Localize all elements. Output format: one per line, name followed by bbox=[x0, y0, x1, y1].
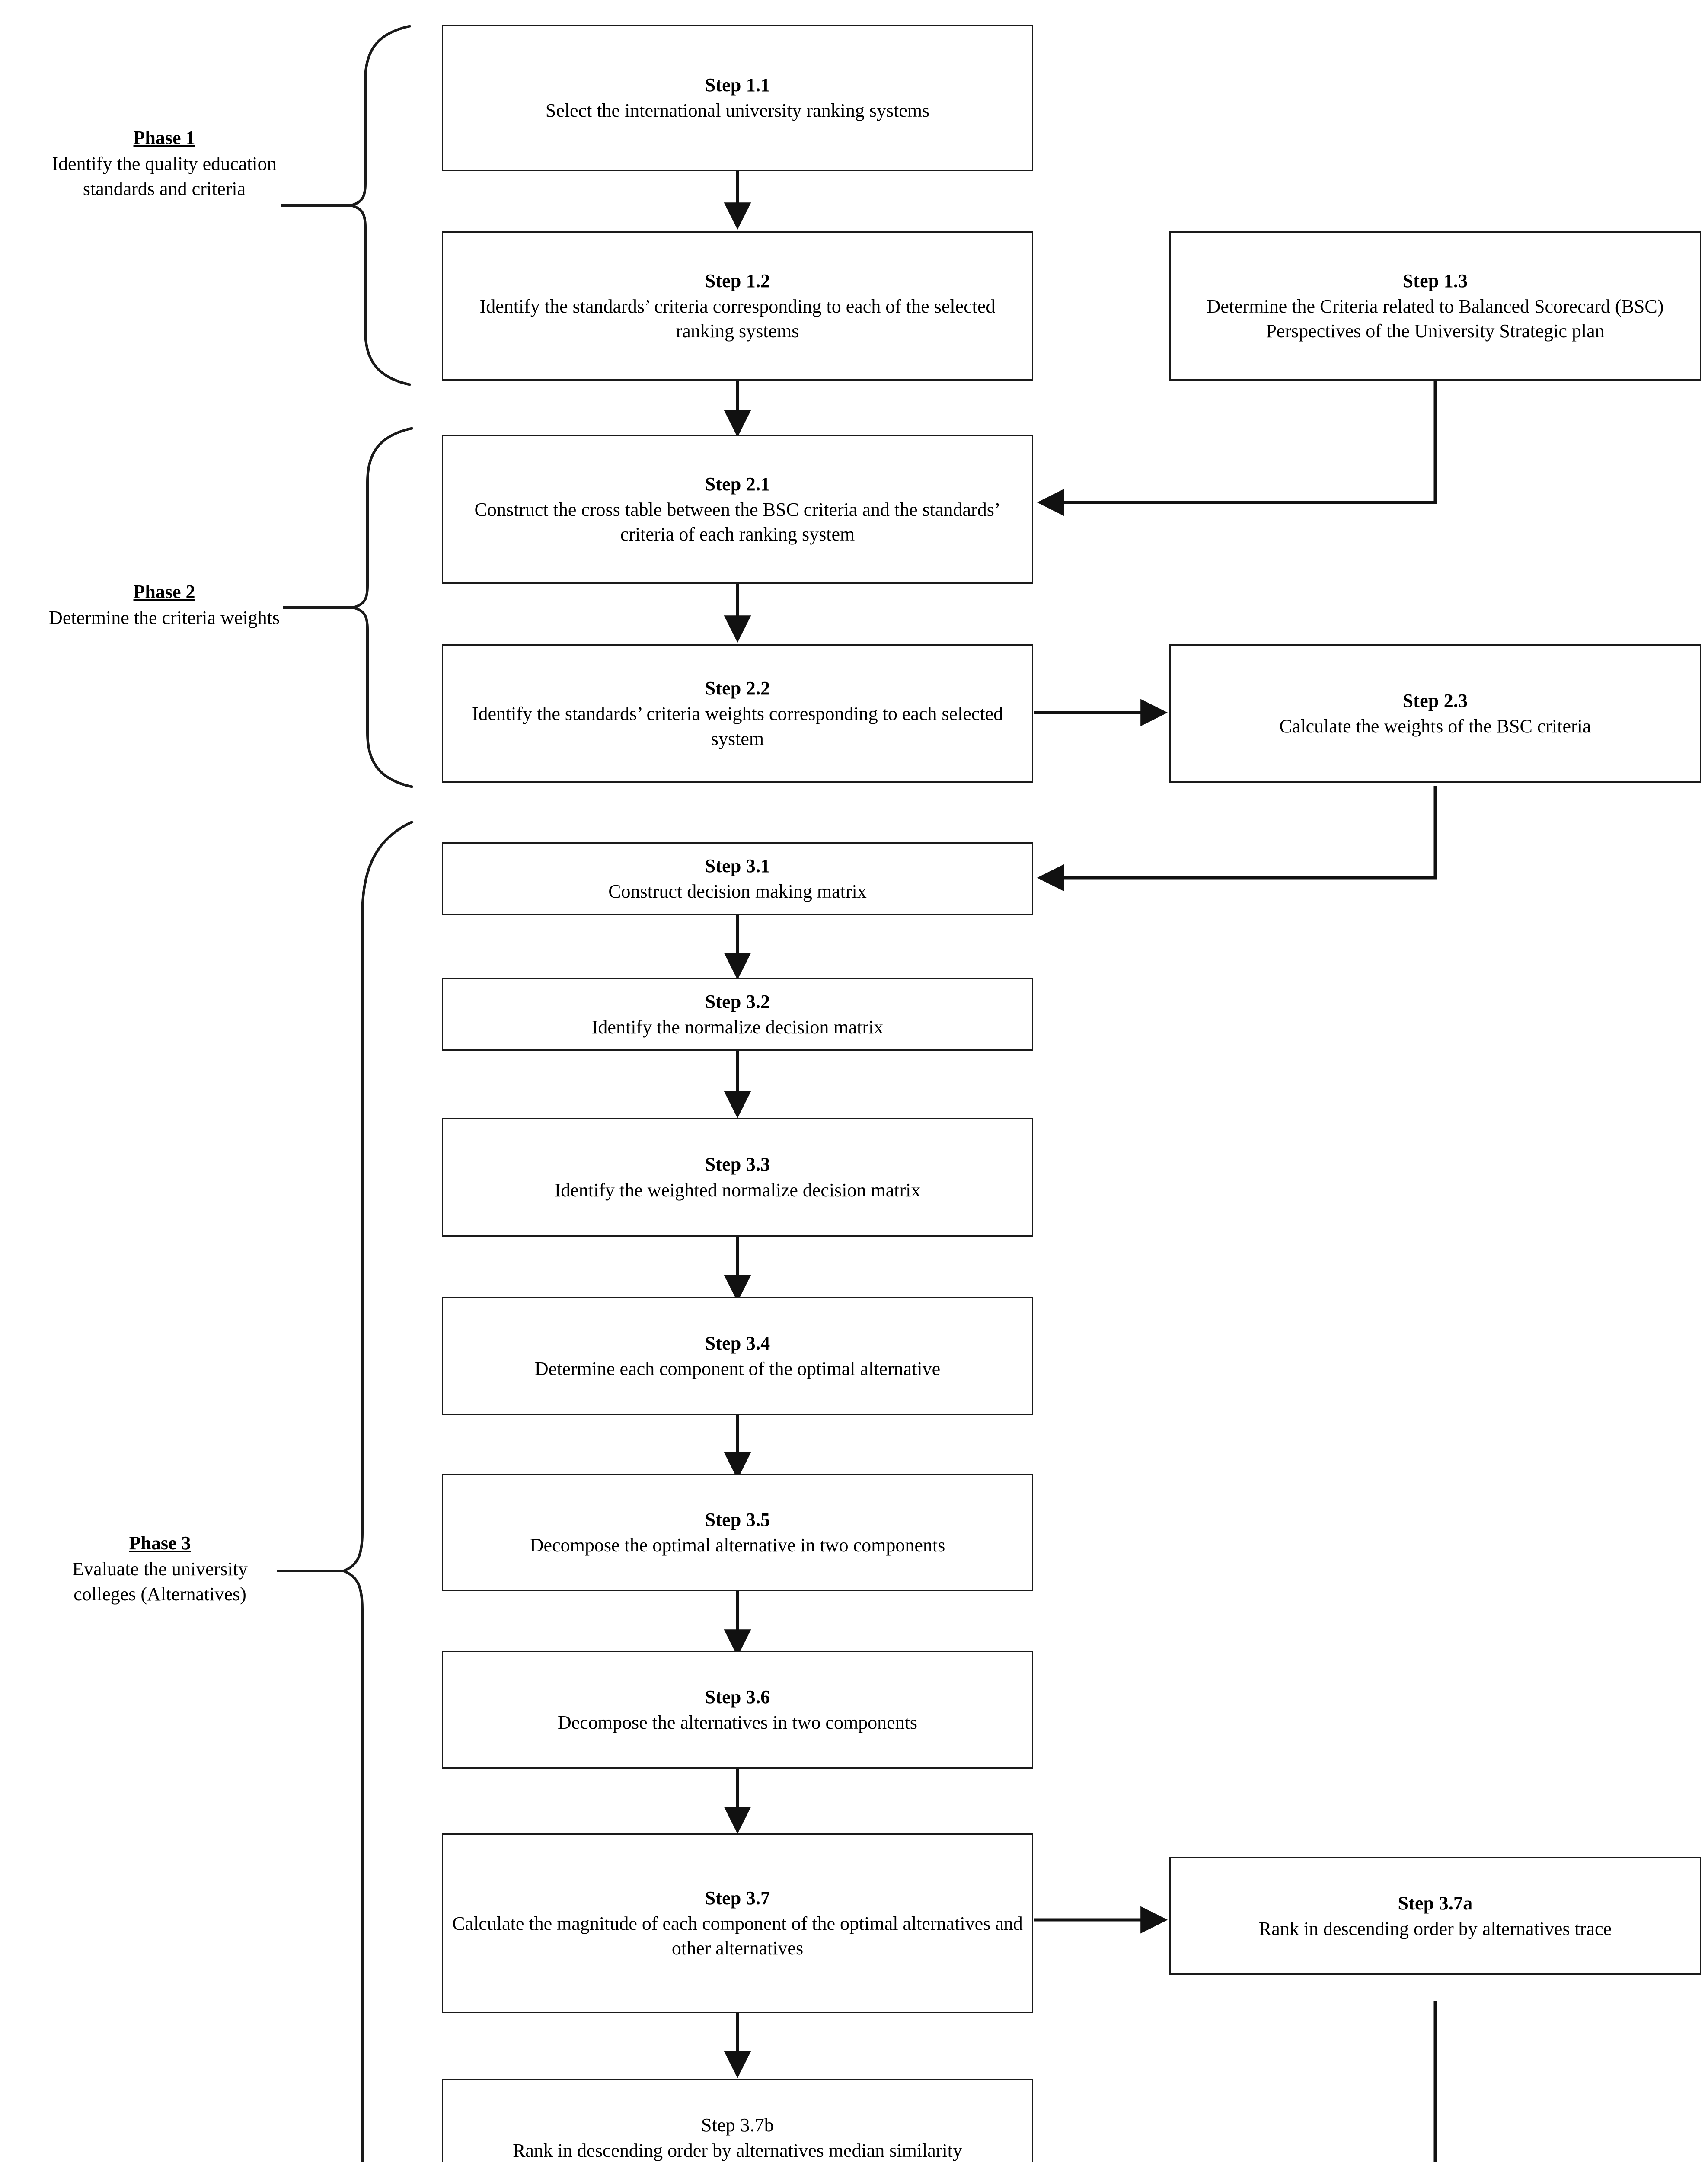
step-3-7b-title: Step 3.7b bbox=[701, 2114, 774, 2136]
phase-3-brace bbox=[277, 820, 414, 2162]
step-3-5-body: Decompose the optimal alternative in two… bbox=[530, 1535, 945, 1556]
step-2-2-title: Step 2.2 bbox=[705, 678, 770, 699]
step-1-1-body: Select the international university rank… bbox=[545, 100, 930, 121]
phase-2-description: Determine the criteria weights bbox=[49, 607, 280, 629]
step-box-1-1[interactable]: Step 1.1 Select the international univer… bbox=[442, 25, 1033, 171]
phase-1-heading: Phase 1 bbox=[133, 127, 195, 148]
step-3-5-title: Step 3.5 bbox=[705, 1509, 770, 1530]
phase-1-description: Identify the quality education standards… bbox=[52, 153, 277, 200]
step-2-2-body: Identify the standards’ criteria weights… bbox=[472, 703, 1003, 749]
step-box-3-1[interactable]: Step 3.1 Construct decision making matri… bbox=[442, 842, 1033, 915]
phase-label-2: Phase 2 Determine the criteria weights bbox=[43, 579, 285, 630]
arrow-s37a-s38 bbox=[1433, 2001, 1437, 2162]
phase-1-brace bbox=[281, 25, 411, 386]
step-box-3-7[interactable]: Step 3.7 Calculate the magnitude of each… bbox=[442, 1833, 1033, 2013]
arrow-s23-s31 bbox=[1037, 786, 1437, 892]
step-1-2-body: Identify the standards’ criteria corresp… bbox=[479, 295, 996, 342]
step-box-1-2[interactable]: Step 1.2 Identify the standards’ criteri… bbox=[442, 231, 1033, 381]
step-2-1-title: Step 2.1 bbox=[705, 473, 770, 495]
step-3-1-title: Step 3.1 bbox=[705, 855, 770, 876]
phase-3-description: Evaluate the university colleges (Altern… bbox=[72, 1558, 248, 1605]
step-3-3-body: Identify the weighted normalize decision… bbox=[554, 1179, 921, 1201]
step-box-3-7a[interactable]: Step 3.7a Rank in descending order by al… bbox=[1169, 1857, 1701, 1975]
step-2-3-body: Calculate the weights of the BSC criteri… bbox=[1279, 716, 1591, 737]
step-3-4-body: Determine each component of the optimal … bbox=[534, 1358, 941, 1379]
step-box-3-5[interactable]: Step 3.5 Decompose the optimal alternati… bbox=[442, 1474, 1033, 1591]
step-2-1-body: Construct the cross table between the BS… bbox=[474, 499, 1001, 545]
phase-3-heading: Phase 3 bbox=[129, 1532, 191, 1554]
step-3-7a-body: Rank in descending order by alternatives… bbox=[1258, 1918, 1612, 1939]
phase-2-brace bbox=[283, 427, 413, 788]
step-3-3-title: Step 3.3 bbox=[705, 1154, 770, 1175]
step-3-6-body: Decompose the alternatives in two compon… bbox=[557, 1712, 918, 1733]
phase-label-1: Phase 1 Identify the quality education s… bbox=[52, 125, 277, 201]
step-3-4-title: Step 3.4 bbox=[705, 1332, 770, 1354]
step-box-3-2[interactable]: Step 3.2 Identify the normalize decision… bbox=[442, 978, 1033, 1051]
phase-label-3: Phase 3 Evaluate the university colleges… bbox=[41, 1531, 279, 1607]
step-box-3-6[interactable]: Step 3.6 Decompose the alternatives in t… bbox=[442, 1651, 1033, 1769]
step-box-2-2[interactable]: Step 2.2 Identify the standards’ criteri… bbox=[442, 644, 1033, 783]
step-3-7a-title: Step 3.7a bbox=[1398, 1892, 1473, 1914]
step-box-3-3[interactable]: Step 3.3 Identify the weighted normalize… bbox=[442, 1118, 1033, 1237]
step-3-7-body: Calculate the magnitude of each componen… bbox=[452, 1913, 1023, 1959]
step-1-3-title: Step 1.3 bbox=[1402, 270, 1468, 291]
step-box-3-4[interactable]: Step 3.4 Determine each component of the… bbox=[442, 1297, 1033, 1415]
step-3-7b-body: Rank in descending order by alternatives… bbox=[513, 2140, 962, 2161]
phase-2-heading: Phase 2 bbox=[133, 581, 195, 602]
step-3-1-body: Construct decision making matrix bbox=[608, 881, 867, 902]
step-1-2-title: Step 1.2 bbox=[705, 270, 770, 291]
step-box-1-3[interactable]: Step 1.3 Determine the Criteria related … bbox=[1169, 231, 1701, 381]
step-1-1-title: Step 1.1 bbox=[705, 74, 770, 96]
step-box-3-7b[interactable]: Step 3.7b Rank in descending order by al… bbox=[442, 2079, 1033, 2162]
step-3-2-title: Step 3.2 bbox=[705, 991, 770, 1012]
step-box-2-1[interactable]: Step 2.1 Construct the cross table betwe… bbox=[442, 435, 1033, 584]
step-box-2-3[interactable]: Step 2.3 Calculate the weights of the BS… bbox=[1169, 644, 1701, 783]
arrow-s13-s21 bbox=[1037, 381, 1437, 516]
step-3-7-title: Step 3.7 bbox=[705, 1887, 770, 1909]
step-1-3-body: Determine the Criteria related to Balanc… bbox=[1207, 295, 1664, 342]
step-2-3-title: Step 2.3 bbox=[1402, 690, 1468, 711]
step-3-2-body: Identify the normalize decision matrix bbox=[591, 1017, 884, 1038]
step-3-6-title: Step 3.6 bbox=[705, 1686, 770, 1708]
